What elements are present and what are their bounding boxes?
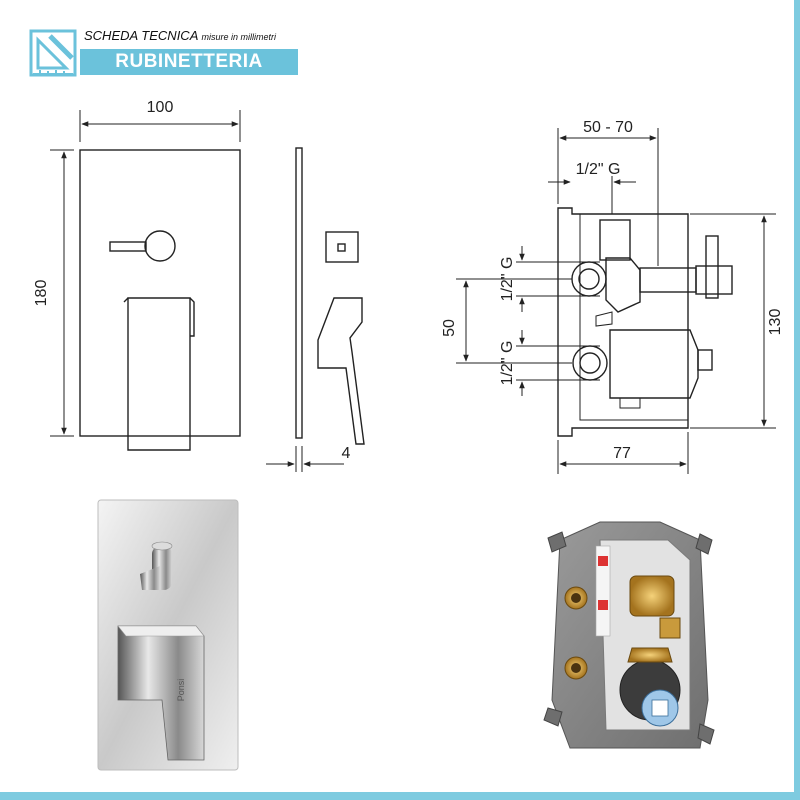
front-width-label: 100 xyxy=(147,99,174,116)
diverter-lever xyxy=(109,241,147,252)
front-view xyxy=(50,110,241,451)
valve-box-outline xyxy=(557,207,689,437)
photo-warning-label xyxy=(595,545,611,637)
handle-profile xyxy=(317,297,365,445)
valve-view xyxy=(456,128,776,474)
valve-range-label: 50 - 70 xyxy=(583,119,633,136)
mixer-handle xyxy=(127,297,191,451)
lower-inlet xyxy=(572,345,608,381)
side-view xyxy=(266,147,365,472)
inlet-spacing-label: 50 xyxy=(441,319,458,337)
category-banner: RUBINETTERIA xyxy=(80,49,298,75)
photo-diverter-cartridge xyxy=(629,575,675,617)
cartridge-stem xyxy=(697,349,713,371)
thread-top-label: 1/2" G xyxy=(576,161,621,178)
side-depth-label: 4 xyxy=(342,445,351,462)
valve-core-upper xyxy=(605,257,641,313)
valve-height-label: 130 xyxy=(767,309,784,336)
front-height-label: 180 xyxy=(33,280,50,307)
photo-mount-tab xyxy=(547,531,567,553)
header: SCHEDA TECNICA misure in millimetri RUBI… xyxy=(28,24,308,80)
valve-upper-block xyxy=(599,219,631,261)
side-plate-profile xyxy=(295,147,303,439)
sheet-title-text: SCHEDA TECNICA xyxy=(84,28,198,43)
thread-lower-label: 1/2" G xyxy=(499,341,516,386)
sheet-subtitle: misure in millimetri xyxy=(201,32,277,42)
upper-inlet-thread xyxy=(578,268,600,290)
diverter-knob xyxy=(144,230,176,262)
front-plate-outline xyxy=(79,149,241,437)
knob-profile xyxy=(325,231,359,263)
thread-upper-label: 1/2" G xyxy=(499,257,516,302)
photo-diverter-lever xyxy=(140,566,160,590)
bottom-frame-band xyxy=(0,792,800,800)
sheet-title: SCHEDA TECNICA misure in millimetri xyxy=(84,28,276,43)
diverter-knob-side xyxy=(695,265,733,295)
right-frame-band xyxy=(794,0,800,800)
mixer-photo: Ponsi xyxy=(97,499,239,771)
diverter-pin xyxy=(705,235,719,299)
lower-inlet-thread xyxy=(579,352,601,374)
knob-hole xyxy=(337,243,346,252)
valve-photo xyxy=(543,521,715,749)
cartridge-body xyxy=(609,329,699,399)
mixer-handle-edge xyxy=(123,297,195,337)
photo-brand-label: Ponsi xyxy=(176,679,186,702)
upper-inlet xyxy=(571,261,607,297)
valve-depth-label: 77 xyxy=(613,445,631,462)
drafting-tools-icon xyxy=(29,29,77,77)
